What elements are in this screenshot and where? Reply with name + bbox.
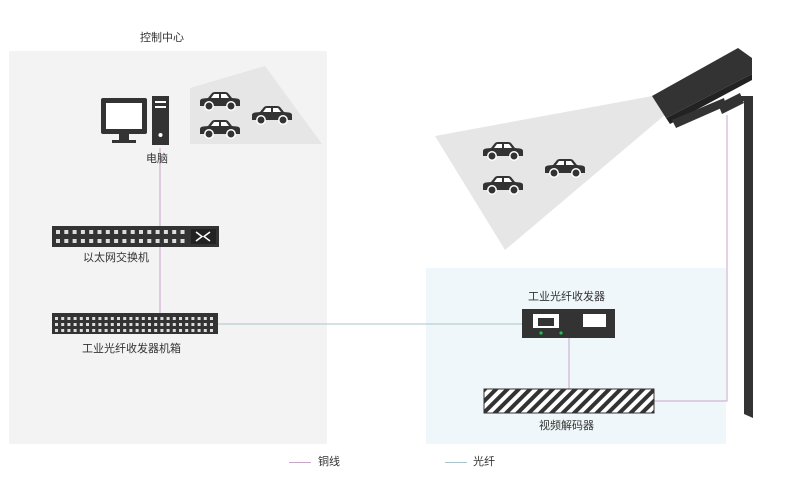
- video-decoder-icon: [483, 388, 655, 414]
- car-icon: [200, 120, 240, 139]
- copper-link-decoder-camera: [654, 115, 728, 402]
- remote-site-region: [426, 268, 726, 444]
- chassis-label: 工业光纤收发器机箱: [82, 342, 181, 355]
- desktop-computer-icon: [101, 96, 169, 145]
- switch-label: 以太网交换机: [83, 251, 149, 264]
- car-icon: [200, 92, 240, 111]
- fiber-chassis-icon: [52, 313, 218, 334]
- copper-legend-label: 铜线: [318, 455, 340, 468]
- car-icon: [252, 106, 292, 125]
- car-icon: [483, 142, 523, 161]
- fiber-transceiver-icon: [522, 309, 615, 338]
- ethernet-switch-icon: [52, 226, 219, 247]
- control-center-title: 控制中心: [140, 31, 184, 44]
- decoder-label: 视频解码器: [539, 419, 594, 432]
- transceiver-label: 工业光纤收发器: [528, 290, 605, 303]
- control-view-cars: [200, 92, 292, 139]
- fiber-legend-line: [445, 462, 467, 463]
- surveillance-camera-icon: [652, 48, 753, 418]
- car-icon: [545, 159, 585, 178]
- fiber-legend-label: 光纤: [473, 455, 495, 468]
- camera-view-cars: [483, 142, 585, 195]
- copper-legend-line: [289, 462, 311, 463]
- computer-label: 电脑: [146, 152, 168, 165]
- car-icon: [483, 176, 523, 195]
